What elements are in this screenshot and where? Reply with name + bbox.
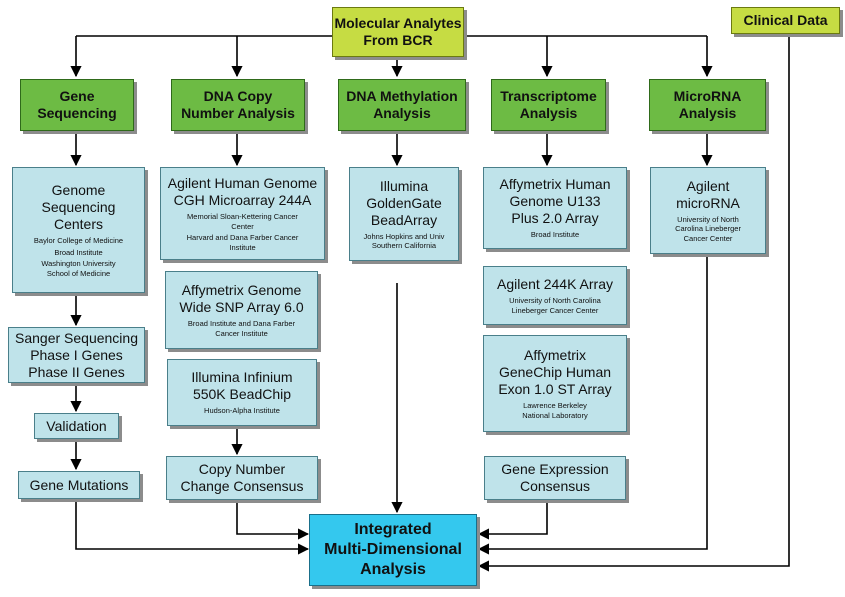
source-box: Molecular Analytes From BCR bbox=[332, 7, 464, 57]
platform-validation: Validation bbox=[34, 413, 119, 439]
platform-goldengate: Illumina GoldenGate BeadArray Johns Hopk… bbox=[349, 167, 459, 261]
category-label: Transcriptome Analysis bbox=[500, 88, 597, 121]
category-label: Gene Sequencing bbox=[37, 88, 117, 121]
category-methylation: DNA Methylation Analysis bbox=[338, 79, 466, 131]
platform-agilent-244k: Agilent 244K Array University of North C… bbox=[483, 266, 627, 325]
platform-note: Memorial Sloan-Kettering Cancer Center bbox=[187, 212, 298, 231]
feed-clinical bbox=[477, 36, 790, 572]
platform-title: Genome Sequencing Centers bbox=[41, 182, 116, 232]
category-microrna: MicroRNA Analysis bbox=[649, 79, 766, 131]
source-label: Molecular Analytes From BCR bbox=[334, 15, 462, 48]
platform-title: Illumina GoldenGate BeadArray bbox=[366, 177, 442, 228]
platform-note: Harvard and Dana Farber Cancer Institute bbox=[186, 233, 299, 252]
platform-title: Illumina Infinium 550K BeadChip bbox=[191, 369, 293, 403]
platform-cn-consensus: Copy Number Change Consensus bbox=[166, 456, 318, 500]
platform-note: Washington University School of Medicine bbox=[41, 259, 116, 278]
platform-genome-centers: Genome Sequencing Centers Baylor College… bbox=[12, 167, 145, 293]
platform-note: University of North Carolina Lineberger … bbox=[675, 214, 741, 243]
platform-agilent-mirna: Agilent microRNA University of North Car… bbox=[650, 167, 766, 254]
category-label: DNA Methylation Analysis bbox=[346, 88, 458, 121]
platform-agilent-cgh: Agilent Human Genome CGH Microarray 244A… bbox=[160, 167, 325, 260]
platform-title: Affymetrix Genome Wide SNP Array 6.0 bbox=[179, 282, 304, 315]
platform-note: Broad Institute and Dana Farber Cancer I… bbox=[187, 319, 296, 338]
platform-illumina-infinium: Illumina Infinium 550K BeadChip Hudson-A… bbox=[167, 359, 317, 426]
platform-sanger: Sanger Sequencing Phase I Genes Phase II… bbox=[8, 327, 145, 383]
platform-title: Agilent 244K Array bbox=[497, 276, 613, 292]
platform-title: Affymetrix Human Genome U133 Plus 2.0 Ar… bbox=[499, 176, 611, 227]
category-gene-sequencing: Gene Sequencing bbox=[20, 79, 134, 131]
platform-title: Agilent Human Genome CGH Microarray 244A bbox=[167, 175, 318, 208]
platform-title: Gene Expression Consensus bbox=[501, 461, 609, 494]
platform-note: Baylor College of Medicine bbox=[33, 236, 124, 245]
platform-title: Agilent microRNA bbox=[676, 177, 740, 211]
feed-gene-mutations bbox=[75, 500, 310, 555]
platform-note: Broad Institute bbox=[54, 247, 103, 257]
platform-affy-u133: Affymetrix Human Genome U133 Plus 2.0 Ar… bbox=[483, 167, 627, 249]
platform-title: Affymetrix GeneChip Human Exon 1.0 ST Ar… bbox=[498, 347, 612, 397]
integrated-analysis-box: Integrated Multi-Dimensional Analysis bbox=[309, 514, 477, 586]
platform-ge-consensus: Gene Expression Consensus bbox=[484, 456, 626, 500]
platform-note: Hudson-Alpha Institute bbox=[204, 406, 280, 416]
feed-gene-expression bbox=[477, 500, 548, 540]
feed-copy-number bbox=[236, 500, 310, 540]
category-transcriptome: Transcriptome Analysis bbox=[491, 79, 606, 131]
clinical-data-box: Clinical Data bbox=[731, 7, 840, 34]
category-copy-number: DNA Copy Number Analysis bbox=[171, 79, 305, 131]
platform-affy-exon: Affymetrix GeneChip Human Exon 1.0 ST Ar… bbox=[483, 335, 627, 432]
platform-title: Copy Number Change Consensus bbox=[180, 461, 304, 494]
platform-title: Validation bbox=[46, 417, 107, 434]
platform-note: Lawrence Berkeley National Laboratory bbox=[522, 401, 588, 420]
feed-microrna bbox=[477, 254, 708, 555]
platform-note: Broad Institute bbox=[530, 230, 580, 240]
platform-note: Johns Hopkins and Univ Southern Californ… bbox=[363, 231, 445, 251]
integrated-analysis-label: Integrated Multi-Dimensional Analysis bbox=[324, 521, 462, 578]
platform-note: University of North Carolina Lineberger … bbox=[509, 296, 601, 315]
category-label: MicroRNA Analysis bbox=[673, 88, 742, 121]
platform-title: Gene Mutations bbox=[29, 476, 129, 493]
platform-affy-snp: Affymetrix Genome Wide SNP Array 6.0 Bro… bbox=[165, 271, 318, 349]
category-label: DNA Copy Number Analysis bbox=[181, 88, 295, 121]
platform-gene-mutations: Gene Mutations bbox=[18, 471, 140, 499]
clinical-data-label: Clinical Data bbox=[743, 12, 828, 28]
platform-title: Sanger Sequencing Phase I Genes Phase II… bbox=[15, 329, 138, 380]
